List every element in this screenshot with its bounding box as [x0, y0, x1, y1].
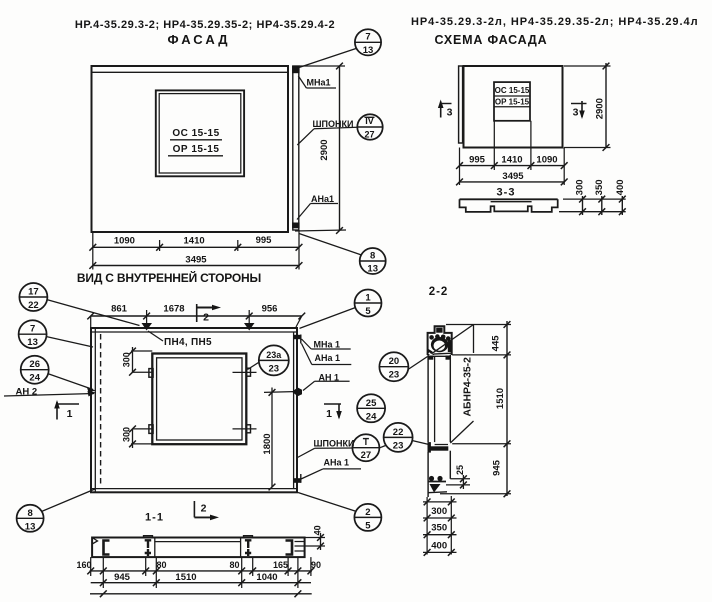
svg-text:26: 26: [29, 359, 40, 370]
svg-text:СХЕМА ФАСАДА: СХЕМА ФАСАДА: [435, 33, 548, 47]
svg-text:5: 5: [365, 306, 371, 317]
svg-text:1: 1: [67, 408, 73, 420]
svg-text:3: 3: [447, 107, 453, 119]
svg-text:2900: 2900: [319, 139, 330, 160]
svg-text:1090: 1090: [536, 155, 557, 166]
svg-text:ВИД С ВНУТРЕННЕЙ СТОРОНЫ: ВИД С ВНУТРЕННЕЙ СТОРОНЫ: [77, 270, 261, 285]
svg-text:350: 350: [594, 179, 605, 195]
svg-text:ШПОНКИ: ШПОНКИ: [314, 439, 355, 449]
svg-text:1-1: 1-1: [145, 512, 164, 524]
svg-text:АБНР4-35-2: АБНР4-35-2: [462, 357, 473, 417]
svg-text:17: 17: [28, 287, 39, 298]
svg-text:ОС 15-15: ОС 15-15: [172, 128, 219, 139]
svg-text:8: 8: [370, 251, 375, 262]
svg-text:23: 23: [269, 363, 280, 374]
svg-text:995: 995: [469, 155, 486, 166]
svg-text:22: 22: [393, 427, 404, 438]
svg-text:ОР 15-15: ОР 15-15: [173, 144, 220, 155]
svg-text:23: 23: [389, 370, 400, 381]
svg-text:80: 80: [156, 560, 166, 570]
svg-text:350: 350: [431, 523, 447, 534]
svg-text:945: 945: [114, 572, 131, 583]
svg-text:25: 25: [366, 398, 377, 409]
svg-text:956: 956: [262, 304, 278, 315]
svg-text:АН 1: АН 1: [319, 373, 340, 383]
svg-text:160: 160: [76, 560, 91, 570]
svg-text:40: 40: [312, 525, 322, 535]
svg-text:27: 27: [364, 130, 374, 140]
svg-text:АНа 1: АНа 1: [324, 458, 350, 468]
svg-text:АНа1: АНа1: [311, 194, 334, 204]
svg-text:1410: 1410: [501, 155, 522, 166]
svg-text:445: 445: [491, 335, 502, 352]
svg-text:3495: 3495: [185, 255, 207, 266]
svg-text:300: 300: [574, 179, 585, 195]
svg-text:2-2: 2-2: [429, 286, 449, 298]
svg-text:2: 2: [201, 503, 207, 515]
svg-text:5: 5: [365, 520, 371, 531]
svg-text:ПН4, ПН5: ПН4, ПН5: [164, 337, 212, 348]
svg-text:400: 400: [615, 179, 626, 195]
svg-text:945: 945: [492, 459, 503, 476]
svg-text:20: 20: [389, 356, 400, 367]
svg-text:861: 861: [111, 304, 128, 315]
svg-text:НР4-35.29.3-2л, НР4-35.29.35-2: НР4-35.29.3-2л, НР4-35.29.35-2л; НР4-35.…: [411, 16, 699, 28]
svg-text:1510: 1510: [175, 572, 196, 583]
svg-text:13: 13: [367, 264, 378, 275]
svg-text:2900: 2900: [594, 98, 605, 119]
svg-text:7: 7: [30, 324, 35, 335]
svg-text:1: 1: [326, 408, 332, 420]
svg-text:1678: 1678: [163, 304, 184, 315]
svg-text:АН 2: АН 2: [16, 387, 38, 398]
svg-text:995: 995: [256, 235, 273, 246]
svg-text:13: 13: [363, 45, 374, 56]
svg-text:7: 7: [365, 32, 370, 43]
svg-text:3-3: 3-3: [497, 187, 516, 199]
svg-text:300: 300: [431, 506, 447, 517]
svg-text:МНа 1: МНа 1: [314, 340, 341, 350]
svg-text:3495: 3495: [502, 171, 524, 182]
svg-text:22: 22: [28, 300, 39, 311]
svg-text:400: 400: [431, 541, 447, 552]
svg-text:МНа1: МНа1: [307, 78, 331, 88]
svg-text:24: 24: [29, 373, 40, 384]
svg-text:ОР 15-15: ОР 15-15: [495, 98, 530, 107]
svg-text:25: 25: [455, 465, 465, 475]
svg-text:2: 2: [203, 312, 209, 324]
svg-text:1040: 1040: [256, 572, 277, 583]
svg-text:ФАСАД: ФАСАД: [167, 32, 230, 47]
svg-text:I: I: [365, 437, 368, 447]
svg-text:1410: 1410: [184, 236, 205, 247]
svg-text:8: 8: [27, 508, 32, 519]
svg-text:3: 3: [573, 107, 579, 119]
svg-text:ШПОНКИ: ШПОНКИ: [313, 119, 354, 129]
svg-text:165: 165: [273, 560, 288, 570]
svg-text:23: 23: [393, 440, 404, 451]
svg-text:НР.4-35.29.3-2; НР4-35.29.35-2: НР.4-35.29.3-2; НР4-35.29.35-2; НР4-35.2…: [75, 19, 335, 31]
svg-text:24: 24: [366, 411, 377, 422]
svg-text:90: 90: [311, 560, 321, 570]
svg-text:1: 1: [365, 293, 371, 304]
svg-text:23а: 23а: [266, 350, 282, 360]
svg-text:АНа 1: АНа 1: [315, 353, 341, 363]
svg-text:1090: 1090: [114, 236, 135, 247]
svg-text:27: 27: [361, 450, 372, 461]
svg-text:1510: 1510: [495, 388, 506, 409]
svg-text:1800: 1800: [262, 433, 273, 454]
svg-text:13: 13: [27, 337, 38, 348]
svg-text:300: 300: [121, 427, 131, 442]
svg-text:IV: IV: [365, 116, 374, 126]
svg-text:80: 80: [229, 560, 239, 570]
svg-text:13: 13: [25, 521, 36, 532]
svg-text:2: 2: [365, 507, 370, 518]
svg-text:300: 300: [121, 352, 131, 367]
svg-text:ОС 15-15: ОС 15-15: [495, 86, 530, 95]
